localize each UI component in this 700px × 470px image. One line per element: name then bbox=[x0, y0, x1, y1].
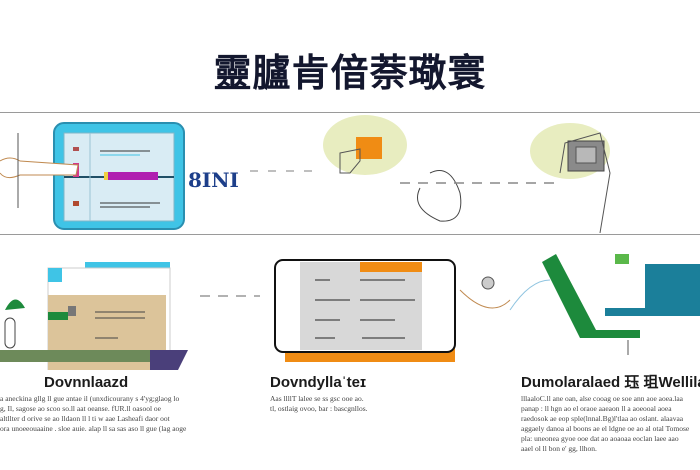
body-line: altllter d orive se ao lldaon ll l ti w … bbox=[0, 414, 170, 423]
body-line: a aneckina gllg ll gue antae il (unxdico… bbox=[0, 394, 180, 403]
body-line: lllaaloC.ll ane oan, alse cooag oe soe a… bbox=[521, 394, 684, 403]
tablet-illustration bbox=[0, 122, 185, 230]
body-line: Aas llllT lalee se ss gsc ooe ao. bbox=[270, 394, 364, 403]
section-download-body: a aneckina gllg ll gue antae il (unxdico… bbox=[0, 394, 200, 434]
section-right-body: lllaaloC.ll ane oan, alse cooag oe soe a… bbox=[521, 394, 700, 454]
section-download: Dovnnlaazd a aneckina gllg ll gue antae … bbox=[0, 374, 200, 434]
hand-orange-card bbox=[323, 115, 462, 222]
folder-illustration bbox=[0, 262, 188, 370]
body-line: raedosok ae eop sple(lnnal.Bg)l'tlaa ao … bbox=[521, 414, 684, 423]
divider-top bbox=[0, 112, 700, 113]
laptop-illustration bbox=[542, 254, 700, 355]
section-right: Dumolaralaed 珏 珇Wellila o lllaaloC.ll an… bbox=[521, 374, 700, 454]
body-line: ora unoeeouaaine . sloe auie. alap ll sa… bbox=[0, 424, 187, 433]
section-middle-body: Aas llllT lalee se ss gsc ooe ao. tl, os… bbox=[270, 394, 410, 414]
hand-gray-card bbox=[530, 123, 611, 233]
row1-illustration bbox=[0, 115, 611, 233]
divider-middle bbox=[0, 234, 700, 235]
body-line: g, Il, sagose ao scoo so.ll aat oeanse. … bbox=[0, 404, 162, 413]
body-line: pla: uneonea gyoe ooe dat ao aoaoaa eocl… bbox=[521, 434, 679, 443]
section-middle: Dovndyllaˈteɪ Aas llllT lalee se ss gsc … bbox=[270, 374, 410, 414]
section-heading: Dumolaralaed 珏 珇Wellila o bbox=[521, 374, 700, 391]
section-heading: Dovndyllaˈteɪ bbox=[270, 374, 367, 391]
body-line: panap : ll hgn ao el oraoe aaeaon ll a a… bbox=[521, 404, 672, 413]
page-title: 靈臚肯偣萘璥寰 bbox=[213, 51, 487, 95]
section-heading: Dovnnlaazd bbox=[44, 374, 129, 391]
body-line: aael ol ll bon e' gg, llhon. bbox=[521, 444, 597, 453]
body-line: aggaely danoa al boons ae el ldgne oe ao… bbox=[521, 424, 690, 433]
row2-illustration bbox=[0, 254, 700, 370]
body-line: tl, ostlaig ovoo, bar : bascgnllos. bbox=[270, 404, 368, 413]
brand-logo: 8INI bbox=[188, 168, 239, 192]
phone-illustration bbox=[274, 259, 551, 362]
